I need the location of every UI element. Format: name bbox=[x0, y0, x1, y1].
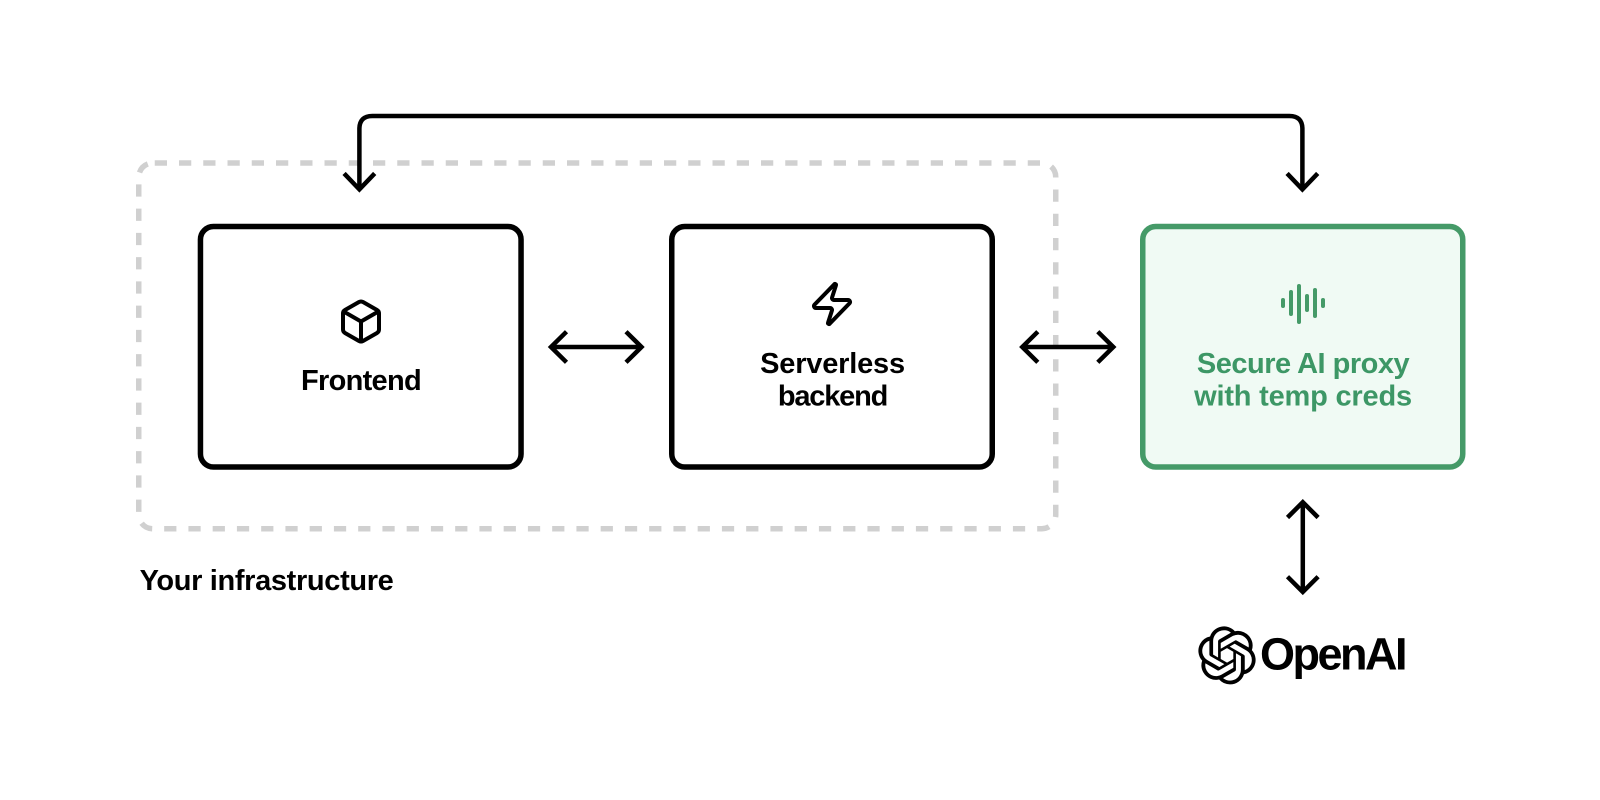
svg-text:Frontend: Frontend bbox=[301, 365, 421, 397]
svg-text:backend: backend bbox=[778, 381, 887, 413]
svg-text:OpenAI: OpenAI bbox=[1260, 629, 1405, 680]
svg-text:Serverless: Serverless bbox=[760, 348, 905, 380]
svg-text:Secure AI proxy: Secure AI proxy bbox=[1197, 348, 1410, 380]
svg-text:Your infrastructure: Your infrastructure bbox=[140, 565, 394, 597]
svg-text:with temp creds: with temp creds bbox=[1193, 381, 1412, 413]
